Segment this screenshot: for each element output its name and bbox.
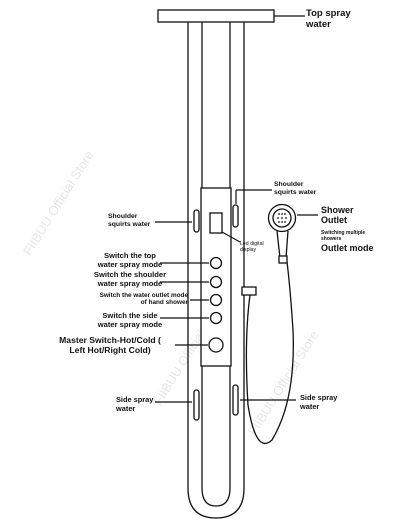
label-master-switch: Master Switch-Hot/Cold ( Left Hot/Right … [59,335,161,355]
hand-shower-handle [276,230,289,259]
label-led-display: Led digital display [240,241,264,253]
knob-top-spray [209,256,223,270]
label-shoulder-right: Shoulder squirts water [274,181,317,196]
shoulder-nozzle-left [193,209,200,233]
side-nozzle-right [232,384,239,416]
shoulder-nozzle-right [232,204,239,228]
label-side-right: Side spray water [300,393,338,411]
led-display [209,212,223,234]
knob-master-switch [208,337,224,353]
label-switch-side: Switch the side water spray mode [97,311,163,329]
label-switch-top: Switch the top water spray mode [97,251,163,269]
label-switch-shoulder: Switch the shoulder water spray mode [93,270,167,288]
shower-hose [245,261,294,445]
hand-shower-nozzles [277,213,287,223]
panel-column-inner [201,22,231,507]
knob-side-spray [209,311,223,325]
label-top-spray: Top spray water [306,8,351,30]
knob-hand-shower [209,293,223,307]
knob-shoulder-spray [209,275,223,289]
label-shower-outlet: Shower Outlet [321,205,354,226]
top-spray-head [157,9,275,23]
leader-led-display [221,231,241,243]
hand-shower-holder [241,286,257,296]
label-outlet-mode: Outlet mode [321,243,374,253]
label-shoulder-left: Shoulder squirts water [108,213,151,228]
label-side-left: Side spray water [116,395,154,413]
label-switch-outlet: Switch the water outlet mode of hand sho… [99,292,188,307]
side-nozzle-left [193,389,200,421]
panel-column-outer [187,22,245,519]
label-switching-multiple: Switching multiple showers [321,230,366,242]
